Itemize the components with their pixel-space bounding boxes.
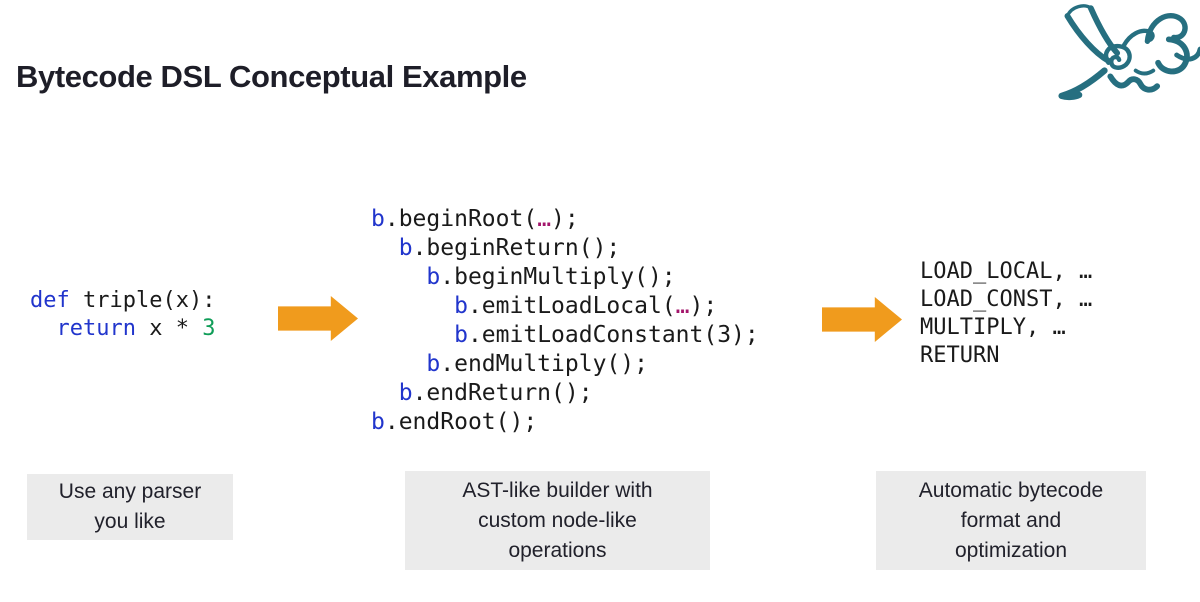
bytecode-output: LOAD_LOCAL, …LOAD_CONST, …MULTIPLY, …RET…	[920, 259, 1093, 368]
leaping-hare-logo-icon	[1058, 4, 1200, 101]
python-source-code: def triple(x): return x * 3	[30, 288, 216, 341]
arrow-right-icon	[822, 297, 902, 342]
page-title: Bytecode DSL Conceptual Example	[16, 58, 527, 94]
builder-dsl-code: b.beginRoot(…); b.beginReturn(); b.begin…	[371, 206, 759, 435]
arrow-right-icon	[278, 296, 358, 341]
